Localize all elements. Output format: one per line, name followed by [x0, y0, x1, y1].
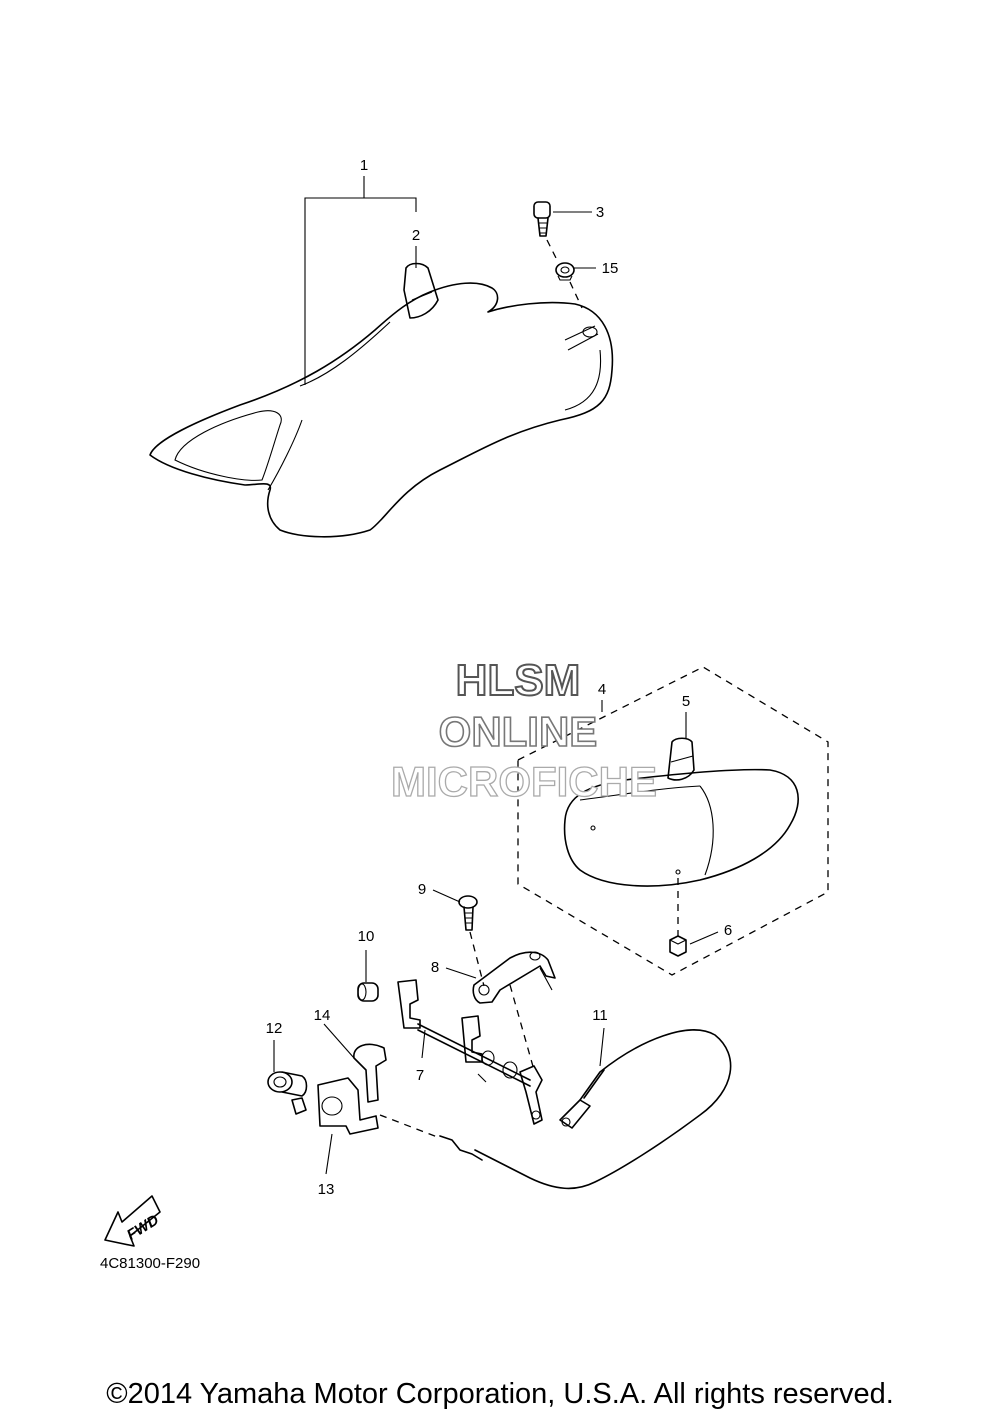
leaders-lower — [273, 700, 719, 1175]
part-number-14: 14 — [314, 1007, 331, 1024]
copyright-notice: ©2014 Yamaha Motor Corporation, U.S.A. A… — [106, 1378, 894, 1410]
lock-rod-assembly — [397, 979, 543, 1125]
part-numbers: 1 2 3 15 4 5 6 9 10 8 7 11 12 14 13 — [266, 157, 733, 1198]
rider-seat — [149, 282, 614, 538]
part-number-1: 1 — [360, 157, 368, 174]
leaders-upper — [304, 176, 596, 385]
part-number-2: 2 — [412, 227, 420, 244]
watermark-line-2: ONLINE — [439, 708, 598, 755]
key-lock-cylinder — [267, 1071, 308, 1115]
nut-6 — [669, 935, 687, 957]
bolt-3 — [533, 201, 551, 237]
passenger-seat — [563, 768, 799, 887]
watermark: HLSM ONLINE MICROFICHE — [390, 655, 657, 806]
watermark-line-1: HLSM — [456, 656, 581, 705]
part-number-5: 5 — [682, 693, 690, 710]
part-number-10: 10 — [358, 928, 375, 945]
seat-strap — [403, 262, 439, 319]
lock-holder-plates — [317, 1043, 387, 1135]
collar-10 — [357, 982, 379, 1002]
lock-bracket — [472, 951, 556, 1004]
nut-15 — [555, 262, 575, 281]
part-number-3: 3 — [596, 204, 604, 221]
part-number-13: 13 — [318, 1181, 335, 1198]
part-number-11: 11 — [592, 1007, 608, 1024]
part-number-6: 6 — [724, 922, 732, 939]
part-number-9: 9 — [418, 881, 426, 898]
part-number-15: 15 — [602, 260, 619, 277]
passenger-seat-group-boundary — [517, 666, 829, 976]
cable-end-lever — [559, 1099, 591, 1129]
part-number-12: 12 — [266, 1020, 283, 1037]
bolt-9 — [458, 895, 478, 931]
part-number-7: 7 — [416, 1067, 424, 1084]
diagram-code: 4C81300-F290 — [100, 1255, 200, 1272]
forward-arrow-icon: FWD — [104, 1195, 162, 1247]
release-cable — [379, 1029, 732, 1190]
part-number-8: 8 — [431, 959, 439, 976]
part-number-4: 4 — [598, 681, 606, 698]
watermark-line-3: MICROFICHE — [391, 758, 657, 805]
passenger-seat-strap — [667, 737, 695, 781]
